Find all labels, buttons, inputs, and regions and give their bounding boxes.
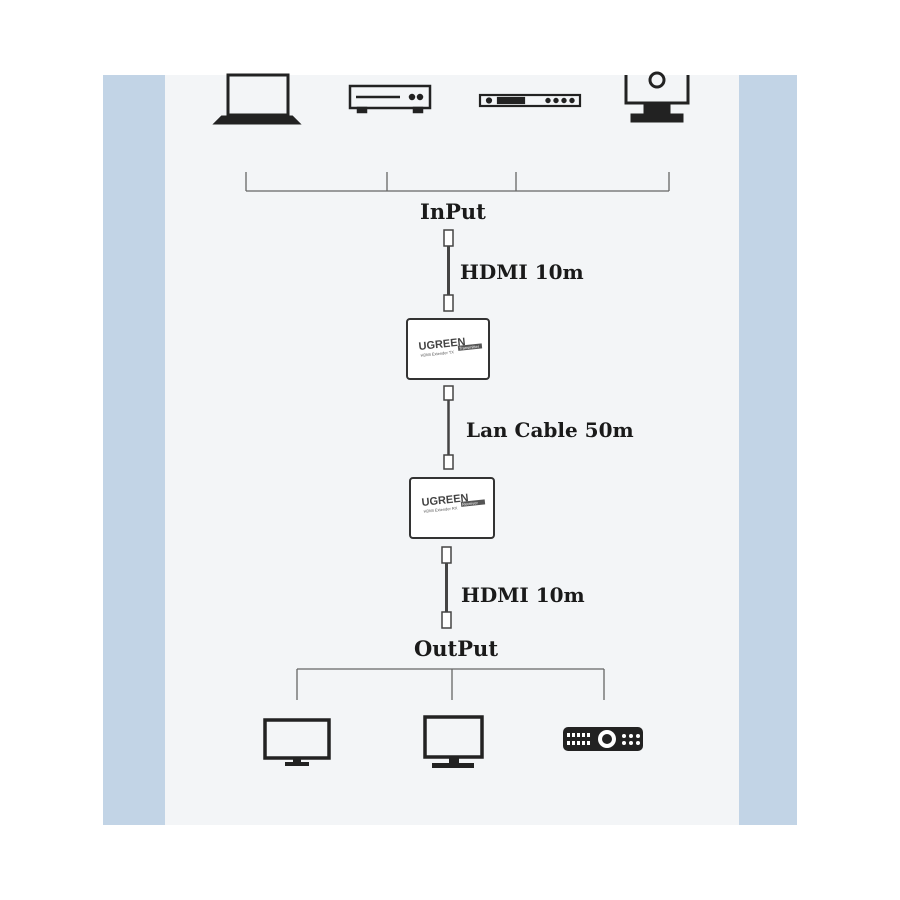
lan-cable-label: Lan Cable 50m (466, 418, 634, 442)
output-bracket (296, 668, 605, 700)
input-label: InPut (420, 199, 486, 224)
hdmi-cable-top (443, 229, 454, 312)
transmitter-model-text: HDMI Extender TX (420, 349, 454, 358)
projector-icon (563, 727, 643, 751)
transmitter-tag-text: Transmitter (459, 344, 480, 351)
transmitter-brand-text: UGREEN (418, 336, 466, 353)
right-side-band (739, 75, 797, 825)
laptop-icon (212, 73, 302, 125)
lan-cable (443, 385, 454, 470)
tv-icon (263, 718, 331, 766)
output-label: OutPut (414, 636, 499, 661)
receiver-tag-text: Receiver (462, 500, 479, 507)
display-monitor-icon (423, 715, 484, 768)
receiver-model-text: HDMI Extender RX (423, 505, 458, 514)
dvd-player-icon (348, 84, 432, 114)
transmitter-box: UGREEN HDMI Extender TX Transmitter (406, 318, 490, 380)
set-top-box-icon (478, 93, 582, 108)
input-bracket (245, 172, 670, 192)
receiver-brand-text: UGREEN (421, 492, 469, 509)
hdmi-bottom-cable-label: HDMI 10m (461, 583, 585, 607)
monitor-icon (624, 71, 690, 123)
hdmi-cable-bottom (441, 546, 452, 629)
left-side-band (103, 75, 165, 825)
hdmi-top-cable-label: HDMI 10m (460, 260, 584, 284)
receiver-box: UGREEN HDMI Extender RX Receiver (409, 477, 495, 539)
